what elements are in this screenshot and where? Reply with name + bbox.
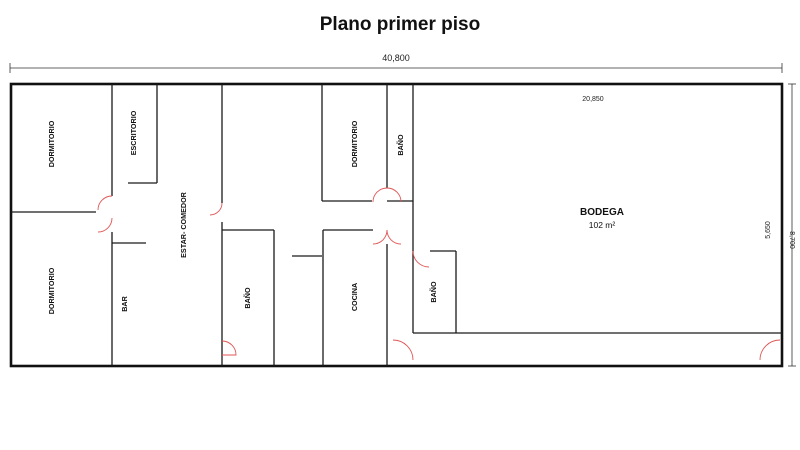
door-swing [412, 250, 430, 268]
overall-width-dimension: 40,800 [9, 53, 783, 73]
door-swing [97, 195, 113, 211]
room-label-bar: BAR [120, 295, 129, 311]
bodega-depth-label: 5,650 [765, 221, 772, 239]
room-label-bano: BAÑO [396, 134, 405, 156]
plan-title: Plano primer piso [319, 14, 481, 35]
door-swing [386, 229, 402, 245]
overall-width-label: 40,800 [382, 53, 410, 63]
room-label-estar-comedor: ESTAR- COMEDOR [179, 191, 188, 258]
inner-dimensions: 20,850 5,650 [582, 96, 772, 239]
door-swing [759, 339, 781, 361]
room-label-dormitorio: DORMITORIO [47, 120, 56, 167]
room-label-dormitorio: DORMITORIO [350, 120, 359, 167]
bodega-width-label: 20,850 [582, 96, 604, 103]
door-swing [221, 340, 237, 356]
door-swing [386, 187, 402, 203]
door-swing [392, 339, 414, 361]
interior-walls [11, 84, 782, 366]
bodega-area-label: 102 m² [589, 220, 616, 230]
overall-depth-label: 8,700 [788, 231, 795, 249]
room-label-dormitorio: DORMITORIO [47, 267, 56, 314]
doors [97, 187, 781, 361]
room-label-escritorio: ESCRITORIO [129, 110, 138, 155]
room-label-bodega: BODEGA [580, 207, 624, 218]
door-swing [372, 187, 388, 203]
door-swing [97, 217, 113, 233]
outer-wall [9, 82, 784, 368]
room-label-cocina: COCINA [350, 283, 359, 311]
room-label-bano: BAÑO [243, 287, 252, 309]
overall-depth-dimension: 8,700 [788, 83, 796, 367]
door-swing [372, 229, 388, 245]
door-swing [209, 202, 223, 216]
room-label-bano: BAÑO [429, 281, 438, 303]
room-labels: DORMITORIO ESCRITORIO ESTAR- COMEDOR DOR… [47, 110, 624, 314]
